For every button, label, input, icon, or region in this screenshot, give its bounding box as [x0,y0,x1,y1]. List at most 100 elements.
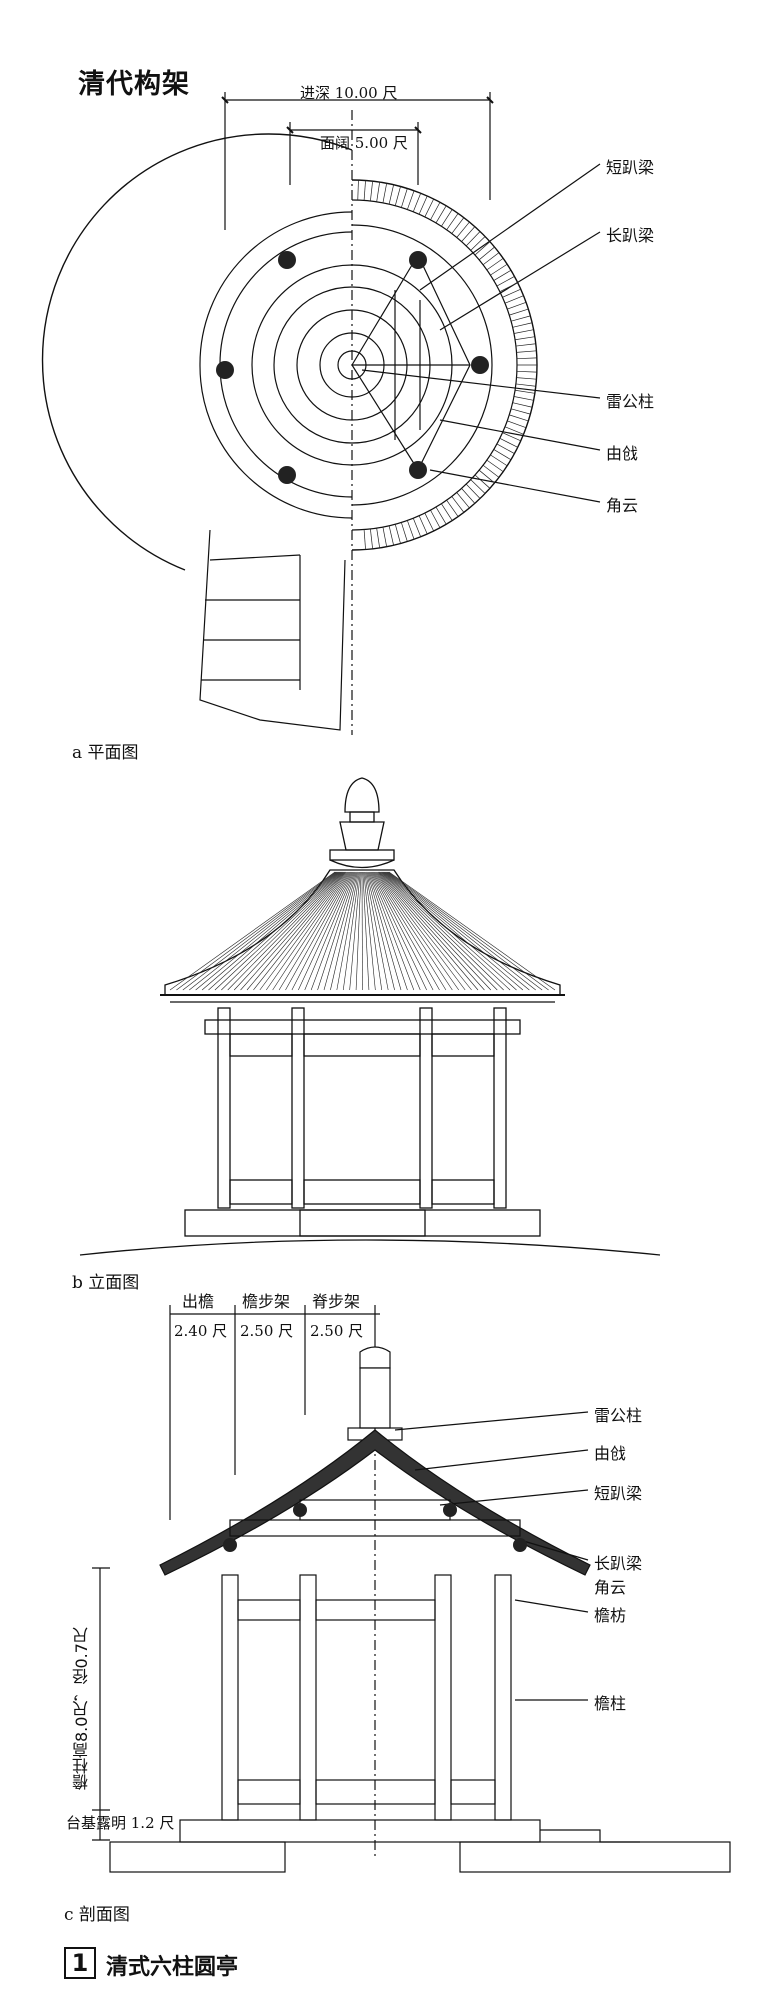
elevation-rafter-line [372,871,440,991]
elevation-rafter-line [176,871,337,991]
elevation-rafter-line [240,871,346,991]
elevation-rafter-line [363,871,376,991]
rafter-hatch-line [513,329,534,334]
section-dim-eave-step-name: 檐步架 [242,1292,291,1311]
rafter-hatch-line [515,336,535,341]
rafter-hatch-line [482,464,500,478]
elevation-rafter-line [371,871,434,991]
rafter-hatch-line [513,396,534,401]
elevation-caption: b 立面图 [72,1273,140,1293]
rafter-hatch-line [388,525,394,546]
rafter-hatch-line [486,459,504,472]
elevation-rafter-line [378,871,485,991]
rafter-hatch-line [370,528,373,549]
rafter-hatch-line [407,190,415,210]
elevation-rafter-line [336,871,359,991]
elevation-rafter-line [233,871,345,991]
elevation-rafter-line [368,871,408,991]
rafter-hatch-line [502,432,521,442]
rafter-hatch-line [382,527,388,547]
rafter-hatch-line [515,389,535,394]
rafter-hatch-line [441,503,453,521]
rafter-hatch-line [401,522,408,542]
elevation-rafter-line [377,871,479,991]
plan-caption: a 平面图 [72,743,139,763]
rafter-hatch-line [451,496,465,513]
elevation-rafter-line [374,871,453,991]
plan-width-dimension: 面阔 5.00 尺 [320,134,408,152]
rafter-hatch-line [502,288,521,298]
rafter-hatch-line [516,357,537,360]
elevation-rafter-line [201,871,340,991]
elevation-rafter-line [381,871,504,991]
plan-label-corner-cloud: 角云 [606,496,639,515]
rafter-hatch-line [515,383,536,387]
elevation-rafter-line [367,871,402,991]
elevation-rafter-line [388,871,556,991]
plan-label-long-beam: 长趴梁 [606,226,655,245]
elevation-rafter-line [291,871,353,991]
elevation-rafter-line [361,871,363,991]
rafter-hatch-line [507,420,527,428]
elevation-rafter-line [182,871,337,991]
elevation-rafter-line [364,871,383,991]
rafter-hatch-line [441,209,453,227]
elevation-rafter-line [387,871,543,991]
rafter-hatch-line [465,231,481,247]
elevation-rafter-line [382,871,511,991]
rafter-hatch-line [394,186,401,206]
rafter-hatch-line [490,263,508,276]
section-label-long-beam: 长趴梁 [594,1554,643,1573]
rafter-hatch-line [516,370,537,373]
elevation-rafter-line [384,871,524,991]
rafter-hatch-line [446,213,459,231]
rafter-hatch-line [430,202,441,221]
elevation-rafter-line [195,871,339,991]
rafter-hatch-line [486,258,504,271]
elevation-rafter-line [365,871,389,991]
rafter-hatch-line [446,499,459,517]
rafter-hatch-line [470,479,486,494]
elevation-rafter-line [272,871,350,991]
rafter-hatch-line [493,269,512,281]
elevation-rafter-line [379,871,492,991]
elevation-rafter-line [355,871,362,991]
section-label-king-post: 雷公柱 [594,1406,643,1425]
elevation-rafter-line [370,871,427,991]
rafter-hatch-line [516,377,537,380]
elevation-rafter-line [221,871,343,991]
elevation-rafter-line [208,871,341,991]
rafter-hatch-line [388,184,394,205]
elevation-rafter-line [298,871,354,991]
rafter-hatch-line [509,414,529,422]
elevation-rafter-line [169,871,336,991]
rafter-hatch-line [474,474,491,489]
elevation-rafter-line [214,871,342,991]
figure-title: 清式六柱圆亭 [106,1955,239,1980]
elevation-rafter-line [380,871,498,991]
rafter-hatch-line [382,183,388,203]
section-dim-ridge-step-name: 脊步架 [312,1292,361,1311]
section-base-note: 台基露明 1.2 尺 [66,1814,175,1832]
section-column-height-note: 檐柱高8.0尺，径0.7尺 [72,1627,91,1790]
rafter-hatch-line [456,492,470,509]
rafter-hatch-line [516,350,537,353]
elevation-rafter-line [253,871,347,991]
rafter-hatch-line [451,217,465,234]
section-label-eave-tie: 檐枋 [594,1606,627,1625]
plan-depth-dimension: 进深 10.00 尺 [300,84,398,102]
section-dim-eave-step-value: 2.50 尺 [240,1322,294,1340]
rafter-hatch-line [510,315,531,322]
elevation-rafter-line [368,871,415,991]
rafter-hatch-line [461,226,476,242]
section-dim-ridge-step-value: 2.50 尺 [310,1322,364,1340]
rafter-hatch-line [499,438,518,448]
elevation-rafter-line [285,871,352,991]
rafter-hatch-line [515,343,536,347]
figure-number-badge: 1 [64,1947,96,1979]
rafter-hatch-line [507,302,527,310]
elevation-rafter-line [189,871,338,991]
rafter-hatch-line [478,246,495,261]
